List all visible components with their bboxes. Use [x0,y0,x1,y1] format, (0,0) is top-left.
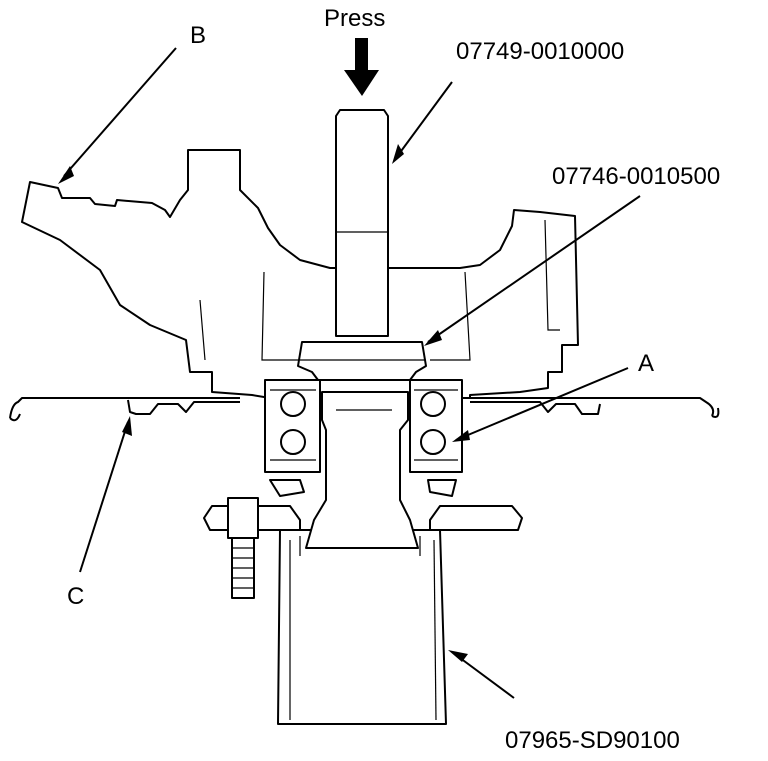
press-arrow [344,38,379,96]
label-a: A [638,350,655,377]
tool-base-cylinder [277,529,447,725]
label-c: C [67,583,85,610]
label-b: B [190,22,207,49]
tool-shaft [335,109,389,337]
wheel-bearing-a [264,379,463,497]
hub-inner [305,391,419,549]
tool-shaft-label: 07749-0010000 [456,38,625,65]
press-label: Press [324,5,386,32]
leader-lines [58,47,641,699]
wheel-stud [227,497,259,599]
tool-base-label: 07965-SD90100 [505,727,680,754]
tool-driver-label: 07746-0010500 [552,163,721,190]
tool-driver [297,341,427,381]
hub-flange [203,505,523,537]
